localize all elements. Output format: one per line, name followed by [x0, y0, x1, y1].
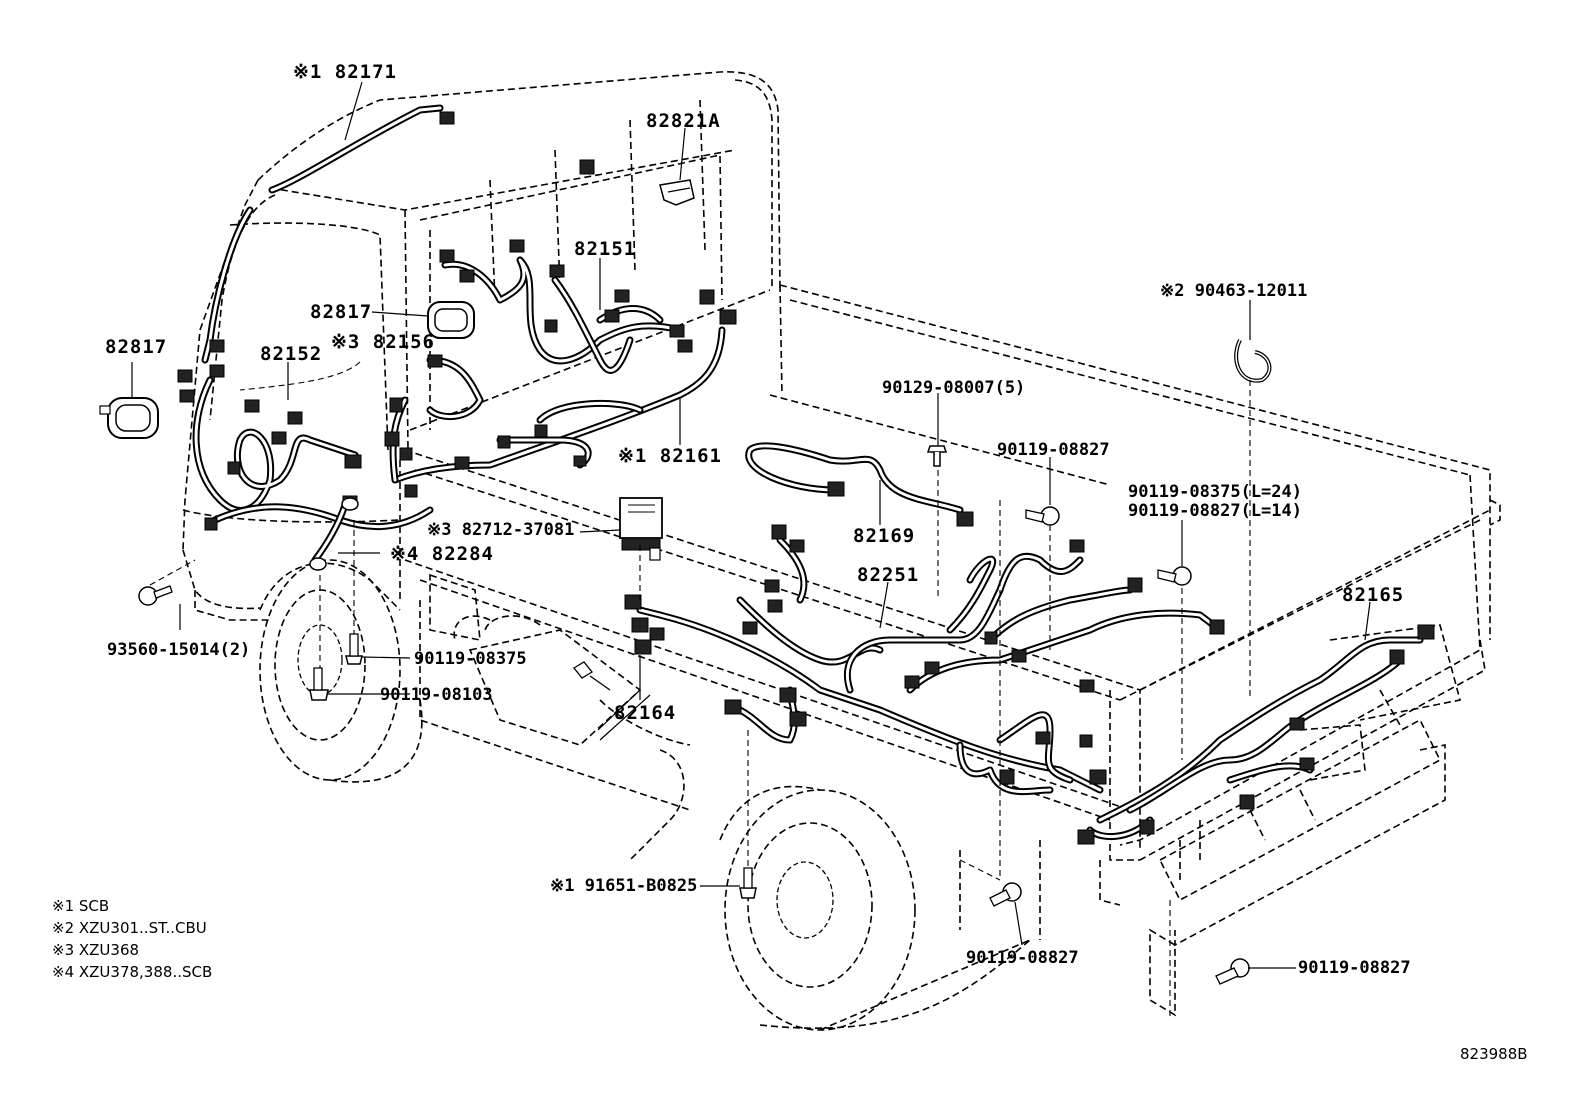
label-82817-top: 82817 — [310, 301, 373, 323]
clip-90129 — [926, 445, 948, 467]
bolt-90119-08375-l24 — [1157, 566, 1192, 586]
label-93560-15014: 93560-15014(2) — [107, 640, 251, 660]
label-82165: 82165 — [1342, 584, 1405, 606]
harness-82164 — [724, 686, 807, 744]
footnote-1: ※1 SCB — [52, 897, 110, 915]
bolt-90119-08827-c — [1215, 958, 1250, 985]
label-90119-08827-l14: 90119-08827(L=14) — [1128, 501, 1302, 521]
label-90119-08827-a: 90119-08827 — [997, 440, 1110, 460]
label-90119-08827-c: 90119-08827 — [1298, 958, 1411, 978]
harness-82169 — [745, 442, 974, 527]
screw-93560 — [138, 585, 173, 606]
harness-82251 — [624, 524, 1225, 796]
label-90119-08375: 90119-08375 — [414, 649, 527, 669]
cab-outline — [182, 71, 781, 621]
label-82251: 82251 — [857, 564, 920, 586]
label-90119-08375-l24: 90119-08375(L=24) — [1128, 482, 1302, 502]
label-90119-08103: 90119-08103 — [380, 685, 493, 705]
rear-wheel — [719, 785, 1031, 1031]
harness-82156 — [389, 354, 484, 421]
label-82712-37081: ※3 82712-37081 — [427, 520, 575, 540]
harness-82165 — [1077, 624, 1435, 845]
label-82821A: 82821A — [646, 110, 721, 132]
label-91651-B0825: ※1 91651-B0825 — [550, 876, 698, 896]
harness-82151 — [439, 159, 693, 374]
label-82151: 82151 — [574, 238, 637, 260]
relay-82712 — [619, 497, 663, 561]
label-90119-08827-b: 90119-08827 — [966, 948, 1079, 968]
chassis-outline — [404, 559, 1461, 1017]
leader-lines — [131, 81, 1371, 1020]
grommet-82817-left — [99, 397, 159, 439]
label-82817-left: 82817 — [105, 336, 168, 358]
bolt-90119-08103 — [309, 667, 329, 701]
front-wheel — [259, 559, 423, 783]
bolt-90119-08827-a — [1025, 506, 1060, 526]
label-82161: ※1 82161 — [618, 445, 722, 467]
bracket-82821A — [659, 179, 695, 206]
label-82171: ※1 82171 — [293, 61, 397, 83]
label-82169: 82169 — [853, 525, 916, 547]
harness-82171 — [268, 104, 455, 194]
bolt-90119-08827-b — [989, 882, 1022, 907]
ground-82284 — [309, 497, 359, 571]
harness-82161 — [384, 289, 737, 498]
label-90463-12011: ※2 90463-12011 — [1160, 281, 1308, 301]
label-82164: 82164 — [614, 702, 677, 724]
bolt-90119-08375 — [345, 633, 363, 665]
footnote-4: ※4 XZU378,388..SCB — [52, 963, 213, 981]
label-82156: ※3 82156 — [331, 331, 435, 353]
clip-82164 — [573, 661, 611, 691]
grommet-82817-top — [427, 301, 475, 339]
bolt-91651 — [739, 867, 757, 899]
footnote-3: ※3 XZU368 — [52, 941, 140, 959]
clamp-90463 — [1234, 339, 1272, 383]
footnote-2: ※2 XZU301..ST..CBU — [52, 919, 207, 937]
label-82284: ※4 82284 — [390, 543, 494, 565]
label-82152: 82152 — [260, 343, 323, 365]
label-90129-08007: 90129-08007(5) — [882, 378, 1026, 398]
figure-id: 823988B — [1460, 1045, 1528, 1063]
